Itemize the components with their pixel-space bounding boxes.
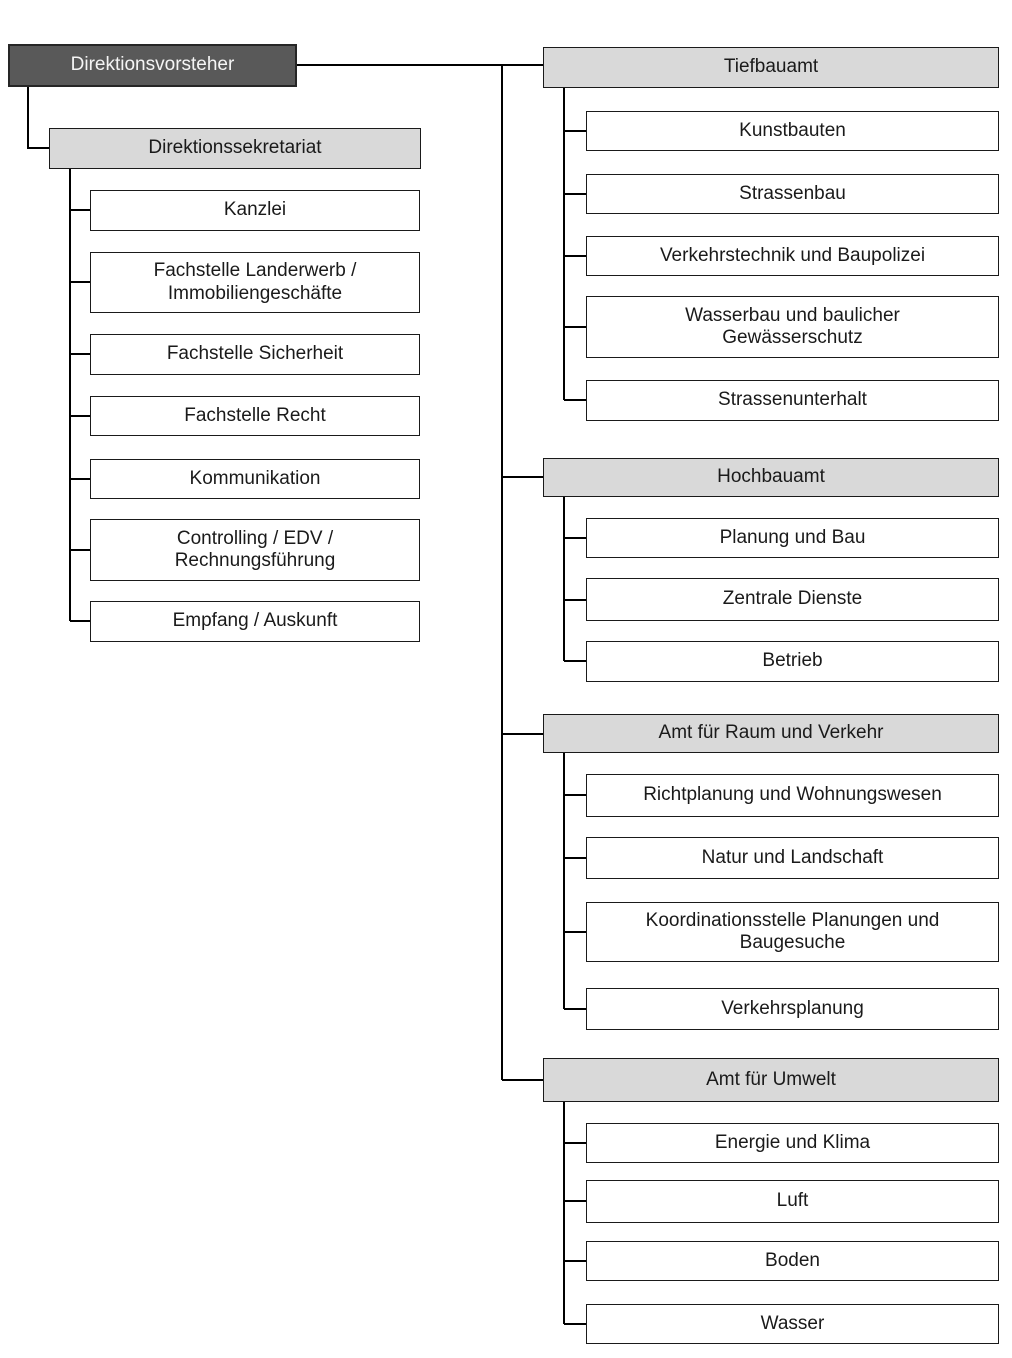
box-strassenunterhalt: Strassenunterhalt: [586, 380, 999, 421]
box-luft: Luft: [586, 1180, 999, 1223]
box-amt-umwelt: Amt für Umwelt: [543, 1058, 999, 1102]
box-verkehrstechnik-baupolizei: Verkehrstechnik und Baupolizei: [586, 236, 999, 276]
box-fachstelle-recht: Fachstelle Recht: [90, 396, 420, 436]
box-fachstelle-sicherheit: Fachstelle Sicherheit: [90, 334, 420, 375]
box-wasser: Wasser: [586, 1304, 999, 1344]
box-energie-klima: Energie und Klima: [586, 1123, 999, 1163]
box-kunstbauten: Kunstbauten: [586, 111, 999, 151]
box-direktionssekretariat: Direktionssekretariat: [49, 128, 421, 169]
box-controlling-edv: Controlling / EDV / Rechnungsführung: [90, 519, 420, 581]
box-direktionsvorsteher: Direktionsvorsteher: [8, 44, 297, 87]
box-zentrale-dienste: Zentrale Dienste: [586, 578, 999, 621]
box-richtplanung-wohnungswesen: Richtplanung und Wohnungswesen: [586, 774, 999, 817]
box-amt-raum-verkehr: Amt für Raum und Verkehr: [543, 714, 999, 753]
box-planung-und-bau: Planung und Bau: [586, 518, 999, 558]
box-wasserbau-gewaesserschutz: Wasserbau und baulicher Gewässerschutz: [586, 296, 999, 358]
box-hochbauamt: Hochbauamt: [543, 458, 999, 497]
box-kanzlei: Kanzlei: [90, 190, 420, 231]
box-verkehrsplanung: Verkehrsplanung: [586, 988, 999, 1030]
box-strassenbau: Strassenbau: [586, 174, 999, 214]
box-koordinationsstelle: Koordinationsstelle Planungen und Bauges…: [586, 902, 999, 962]
box-tiefbauamt: Tiefbauamt: [543, 47, 999, 88]
box-betrieb: Betrieb: [586, 641, 999, 682]
box-boden: Boden: [586, 1241, 999, 1281]
box-natur-landschaft: Natur und Landschaft: [586, 837, 999, 879]
box-kommunikation: Kommunikation: [90, 459, 420, 499]
box-fachstelle-landerwerb: Fachstelle Landerwerb / Immobiliengeschä…: [90, 252, 420, 313]
box-empfang-auskunft: Empfang / Auskunft: [90, 601, 420, 642]
